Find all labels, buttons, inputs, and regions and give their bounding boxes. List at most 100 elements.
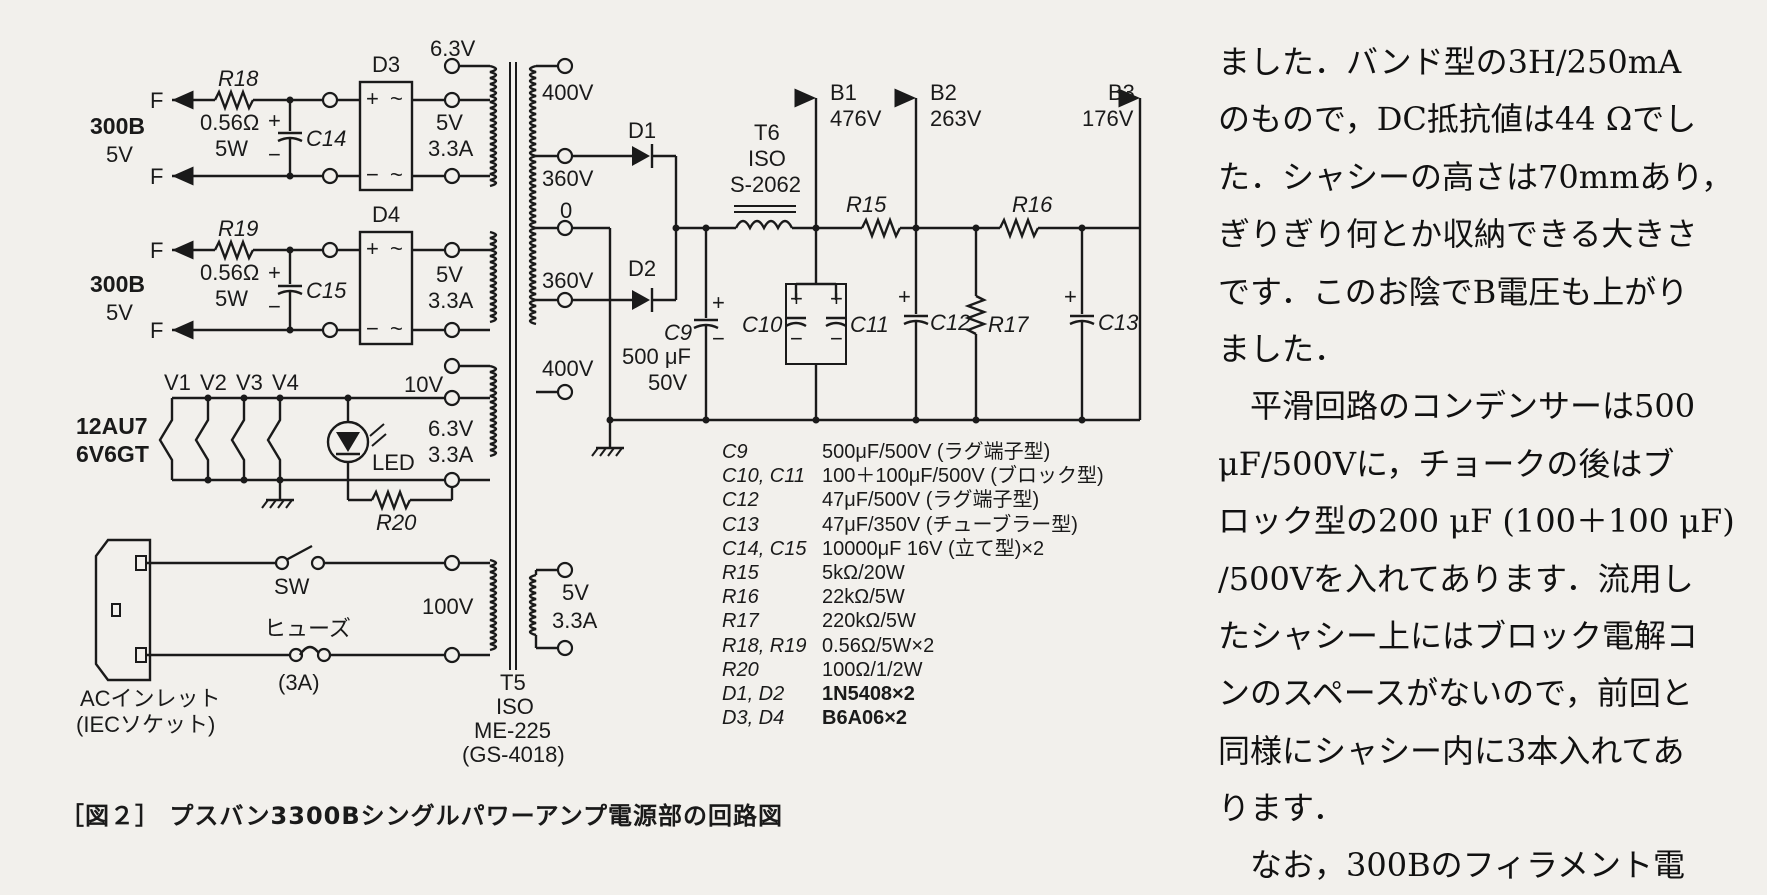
svg-text:6.3V: 6.3V xyxy=(428,416,474,441)
svg-text:ISO: ISO xyxy=(496,694,534,719)
b1-label: B1 xyxy=(830,80,857,105)
article-line: 同様にシャシー内に3本入れてあ xyxy=(1218,731,1685,770)
svg-text:−: − xyxy=(268,294,281,319)
load-voltage-2: 5V xyxy=(106,300,133,325)
b3-label: B3 xyxy=(1108,80,1135,105)
article-line: ンのスペースがないので，前回と xyxy=(1218,674,1693,713)
article-line: ました． xyxy=(1218,329,1347,368)
article-line: μF/500Vに，チョークの後はブ xyxy=(1218,444,1675,483)
svg-text:263V: 263V xyxy=(930,106,982,131)
r19-label: R19 xyxy=(218,216,258,241)
filament-supply-2: 300B 5V F F R19 0.56Ω 5W + − C15 + ~ − ~… xyxy=(90,202,490,346)
svg-text:+: + xyxy=(830,286,843,311)
d2-label: D2 xyxy=(628,256,656,281)
part-ref: C9 xyxy=(722,441,748,463)
svg-text:F: F xyxy=(150,238,163,263)
svg-text:476V: 476V xyxy=(830,106,882,131)
svg-text:~: ~ xyxy=(390,316,403,341)
svg-text:500 μF: 500 μF xyxy=(622,344,691,369)
svg-text:−: − xyxy=(790,326,803,351)
svg-text:+: + xyxy=(366,86,379,111)
hv-filter-section: D1 D2 T6 ISO S-2062 + − C9 500 μF 50V xyxy=(572,80,1142,457)
winding-6v3-label: 6.3V xyxy=(430,36,476,61)
svg-text:+: + xyxy=(268,108,281,133)
tube-v2: V2 xyxy=(200,370,227,395)
inlet-label: ACインレット xyxy=(80,686,221,711)
article-line: ロック型の200 μF (100＋100 μF) xyxy=(1218,502,1735,541)
led-label: LED xyxy=(372,450,415,475)
article-line: 平滑回路のコンデンサーは500 xyxy=(1218,387,1696,426)
load-voltage-1: 5V xyxy=(106,142,133,167)
svg-text:0: 0 xyxy=(560,198,572,223)
svg-text:5W: 5W xyxy=(215,286,248,311)
svg-text:F: F xyxy=(150,164,163,189)
svg-text:6V6GT: 6V6GT xyxy=(76,441,149,467)
part-value: B6A06×2 xyxy=(822,707,908,730)
part-ref: D1, D2 xyxy=(722,682,785,705)
article-line: ぎりぎり何とか収納できる大きさ xyxy=(1218,215,1698,254)
r17-label: R17 xyxy=(988,312,1029,337)
svg-text:(3A): (3A) xyxy=(278,670,320,695)
r16-label: R16 xyxy=(1012,192,1053,217)
svg-text:100V: 100V xyxy=(422,594,474,619)
svg-text:~: ~ xyxy=(390,86,403,111)
c13-label: C13 xyxy=(1098,310,1139,335)
filament-supply-1: 300B 5V F F R18 0.56Ω 5W + − C14 + ~ − ~… xyxy=(90,52,490,192)
svg-text:400V: 400V xyxy=(542,80,594,105)
svg-text:5W: 5W xyxy=(215,136,248,161)
part-ref: R20 xyxy=(722,658,759,681)
tube-v1: V1 xyxy=(164,370,191,395)
part-value: 1N5408×2 xyxy=(822,682,915,705)
tube-v4: V4 xyxy=(272,370,299,395)
svg-text:(GS-4018): (GS-4018) xyxy=(462,742,565,767)
ac-input-section: SW ヒューズ (3A) ACインレット (IECソケット) xyxy=(76,538,490,737)
svg-text:+: + xyxy=(1064,284,1077,309)
t5-ref: T5 xyxy=(500,670,526,695)
r18-label: R18 xyxy=(218,66,259,91)
svg-text:50V: 50V xyxy=(648,370,687,395)
heater-section: 12AU7 6V6GT V1 V2 V3 V4 LED R20 xyxy=(76,357,490,535)
c9-label: C9 xyxy=(664,320,692,345)
svg-text:F: F xyxy=(150,318,163,343)
svg-text:5V: 5V xyxy=(436,110,463,135)
r15-label: R15 xyxy=(846,192,887,217)
svg-text:−: − xyxy=(366,316,379,341)
svg-text:3.3A: 3.3A xyxy=(552,608,598,633)
part-ref: C10, C11 xyxy=(722,465,806,488)
load-label-1: 300B xyxy=(90,113,145,139)
article-line: /500Vを入れてあります．流用し xyxy=(1218,559,1694,598)
svg-text:360V: 360V xyxy=(542,166,594,191)
load-label-2: 300B xyxy=(90,271,145,297)
d4-label: D4 xyxy=(372,202,400,227)
svg-text:−: − xyxy=(268,142,281,167)
svg-text:360V: 360V xyxy=(542,268,594,293)
svg-text:176V: 176V xyxy=(1082,106,1134,131)
svg-text:0.56Ω: 0.56Ω xyxy=(200,260,259,285)
part-value: 100Ω/1/2W xyxy=(822,658,923,681)
part-value: 500μF/500V (ラグ端子型) xyxy=(822,441,1051,463)
part-ref: C13 xyxy=(722,513,759,536)
part-value: 0.56Ω/5W×2 xyxy=(822,634,935,657)
tube-v3: V3 xyxy=(236,370,263,395)
svg-text:−: − xyxy=(366,162,379,187)
part-value: 47μF/500V (ラグ端子型) xyxy=(822,489,1040,512)
svg-text:(IECソケット): (IECソケット) xyxy=(76,712,215,737)
svg-text:400V: 400V xyxy=(542,356,594,381)
svg-text:+: + xyxy=(898,284,911,309)
svg-text:S-2062: S-2062 xyxy=(730,172,801,197)
t6-ref: T6 xyxy=(754,120,780,145)
svg-text:3.3A: 3.3A xyxy=(428,288,474,313)
c11-label: C11 xyxy=(850,312,889,337)
load-label-heater: 12AU7 xyxy=(76,413,148,439)
svg-text:−: − xyxy=(830,326,843,351)
article-line: ります． xyxy=(1218,789,1345,828)
svg-text:5V: 5V xyxy=(562,580,589,605)
svg-text:ME-225: ME-225 xyxy=(474,718,551,743)
svg-text:0.56Ω: 0.56Ω xyxy=(200,110,259,135)
article-line: たシャシー上にはブロック電解コ xyxy=(1218,616,1699,655)
article-line: です．このお陰でB電圧も上がり xyxy=(1218,272,1689,311)
svg-text:3.3A: 3.3A xyxy=(428,442,474,467)
c15-label: C15 xyxy=(306,278,347,303)
svg-text:10V: 10V xyxy=(404,372,443,397)
